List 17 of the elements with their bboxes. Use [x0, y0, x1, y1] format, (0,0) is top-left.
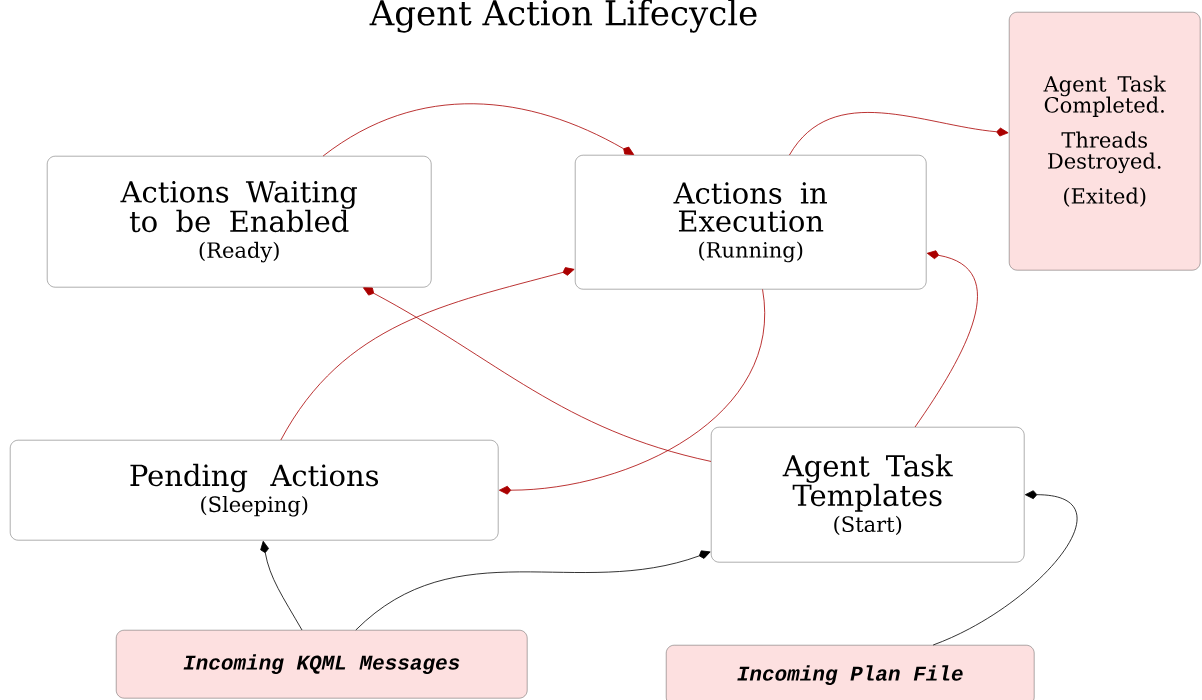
- arrow: [498, 289, 765, 495]
- title: Agent Action Lifecycle: [369, 0, 757, 33]
- state-box: Agent Task Templates (Start): [711, 427, 1025, 563]
- arrow: [355, 550, 711, 631]
- state-box: Actions in Execution (Running): [575, 155, 927, 290]
- state-box: Pending Actions (Sleeping): [10, 440, 499, 541]
- arrow: [363, 287, 712, 462]
- input-box: Incoming KQML Messages: [116, 630, 528, 699]
- arrow: [322, 103, 635, 157]
- final-state-box: Agent Task Completed. Threads Destroyed. (Exited): [1009, 12, 1201, 271]
- state-box: Actions Waiting to be Enabled (Ready): [47, 156, 432, 288]
- arrow: [260, 540, 303, 631]
- arrow: [932, 490, 1077, 646]
- arrow: [789, 112, 1009, 156]
- arrow: [914, 250, 978, 428]
- input-box: Incoming Plan File: [666, 645, 1035, 700]
- arrow: [280, 267, 575, 441]
